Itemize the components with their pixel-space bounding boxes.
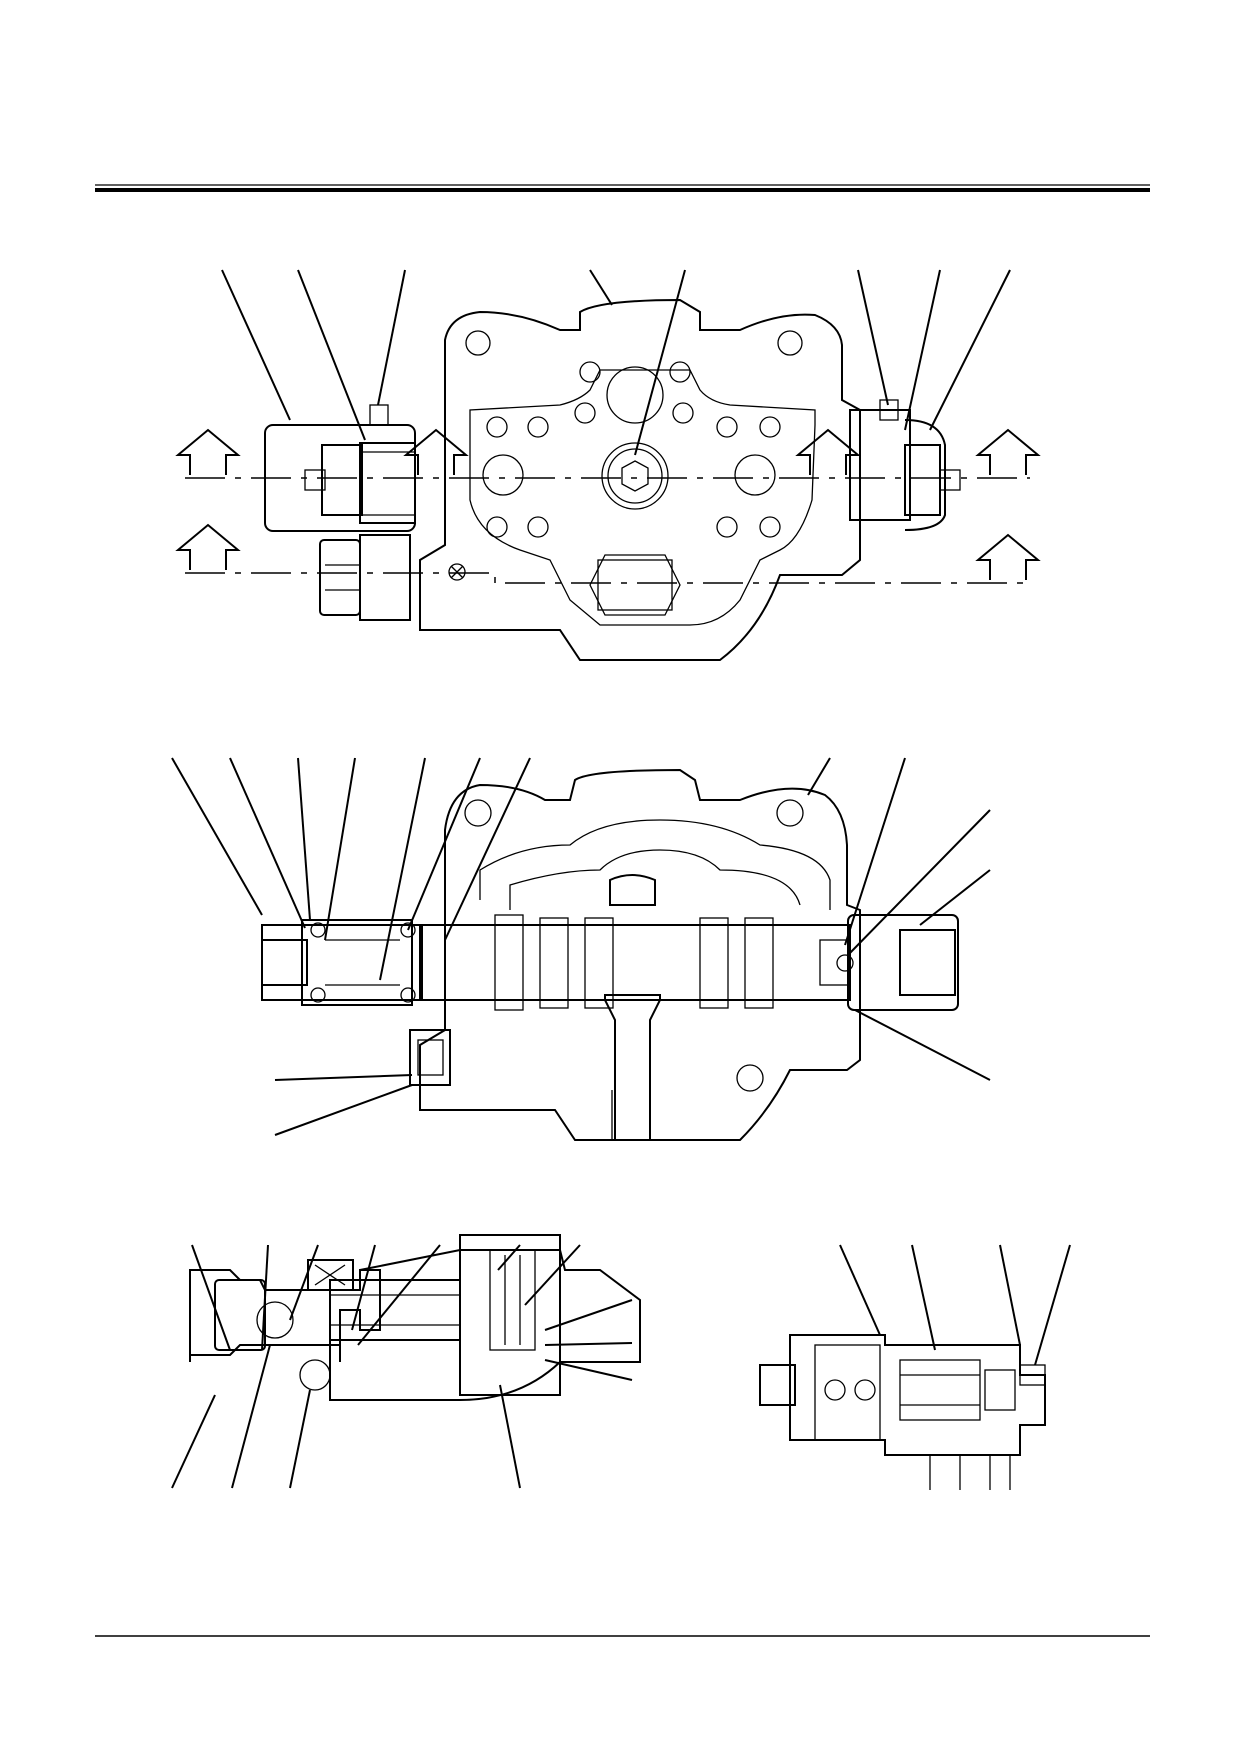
relief-valve-detail-right — [759, 1244, 1071, 1490]
leader-lines-detail-right — [839, 1244, 1071, 1366]
spool-lands — [494, 914, 774, 1011]
leader-lines-detail-left — [171, 1244, 633, 1489]
section-arrows — [175, 428, 1041, 580]
top-view — [175, 269, 1041, 661]
front-section-view — [171, 757, 991, 1141]
leader-lines-front — [171, 757, 991, 1136]
relief-valve-detail-left — [171, 1234, 641, 1489]
bolt-holes — [482, 361, 781, 538]
leader-lines-top — [221, 269, 1011, 456]
header-rule — [95, 184, 1150, 192]
